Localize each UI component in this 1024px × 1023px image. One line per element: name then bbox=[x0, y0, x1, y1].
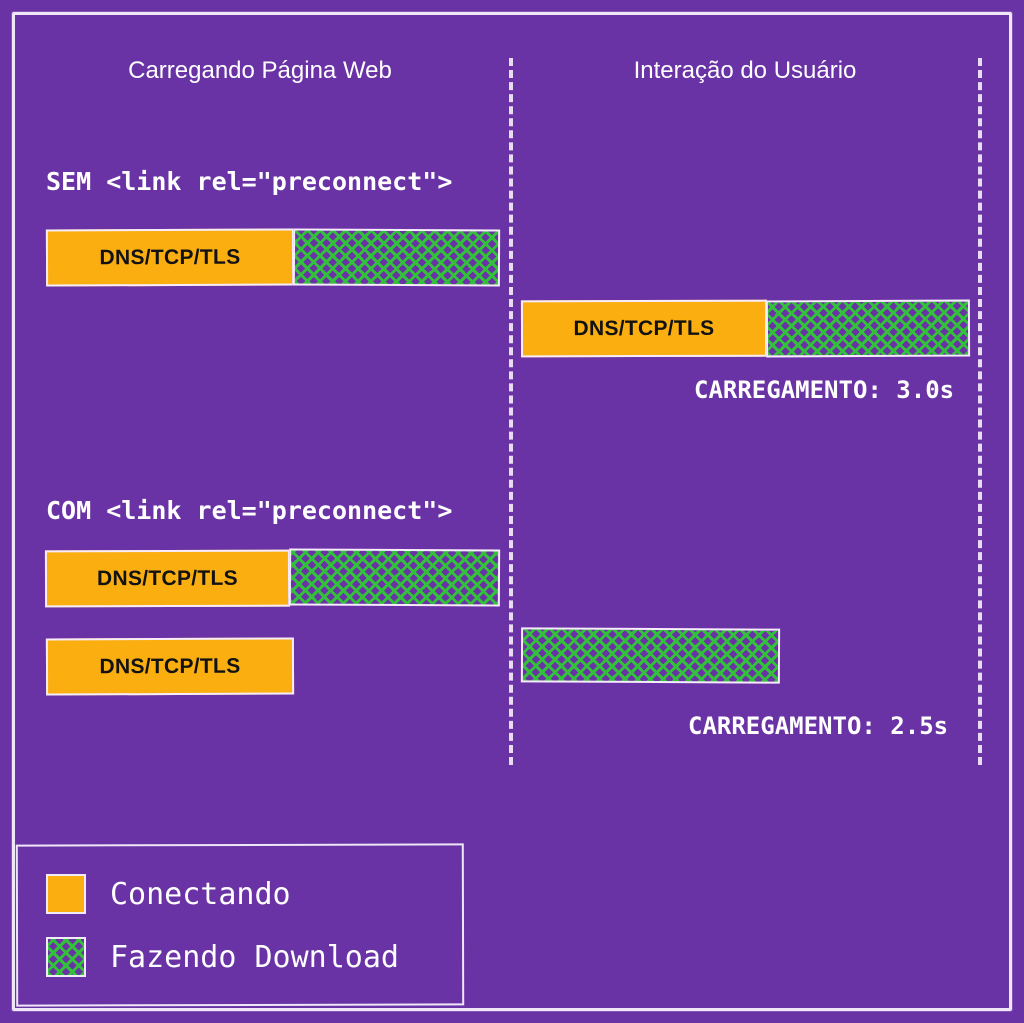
bar-connect-sem-interaction: DNS/TCP/TLS bbox=[520, 299, 768, 358]
legend-box bbox=[15, 843, 465, 1007]
column-header-interaction: Interação do Usuário bbox=[633, 57, 857, 84]
column-divider-right bbox=[978, 58, 982, 765]
bar-download-sem-interaction bbox=[765, 299, 971, 358]
legend-item-downloading: Fazendo Download bbox=[46, 937, 399, 977]
column-header-loading: Carregando Página Web bbox=[128, 57, 392, 84]
bar-label: DNS/TCP/TLS bbox=[99, 245, 241, 269]
legend-label: Conectando bbox=[110, 876, 291, 912]
bar-label: DNS/TCP/TLS bbox=[573, 316, 715, 340]
bar-download-sem-load bbox=[292, 228, 501, 287]
bar-label: DNS/TCP/TLS bbox=[99, 654, 241, 678]
bar-connect-com-load-2: DNS/TCP/TLS bbox=[45, 637, 295, 696]
bar-connect-com-load-1: DNS/TCP/TLS bbox=[44, 549, 291, 608]
bar-connect-sem-load: DNS/TCP/TLS bbox=[45, 228, 295, 287]
bar-label: DNS/TCP/TLS bbox=[96, 566, 239, 590]
scenario-label-with-preconnect: COM <link rel="preconnect"> bbox=[46, 496, 453, 525]
legend-swatch-connecting-icon bbox=[46, 874, 86, 914]
column-divider-middle bbox=[509, 58, 513, 765]
load-time-com: CARREGAMENTO: 2.5s bbox=[688, 712, 949, 740]
scenario-label-without-preconnect: SEM <link rel="preconnect"> bbox=[46, 167, 453, 196]
legend-label: Fazendo Download bbox=[110, 939, 399, 975]
legend-item-connecting: Conectando bbox=[46, 874, 291, 914]
bar-download-com-load bbox=[288, 548, 501, 607]
bar-download-com-interaction bbox=[520, 627, 781, 684]
legend-swatch-downloading-icon bbox=[46, 937, 86, 977]
load-time-sem: CARREGAMENTO: 3.0s bbox=[694, 376, 955, 404]
